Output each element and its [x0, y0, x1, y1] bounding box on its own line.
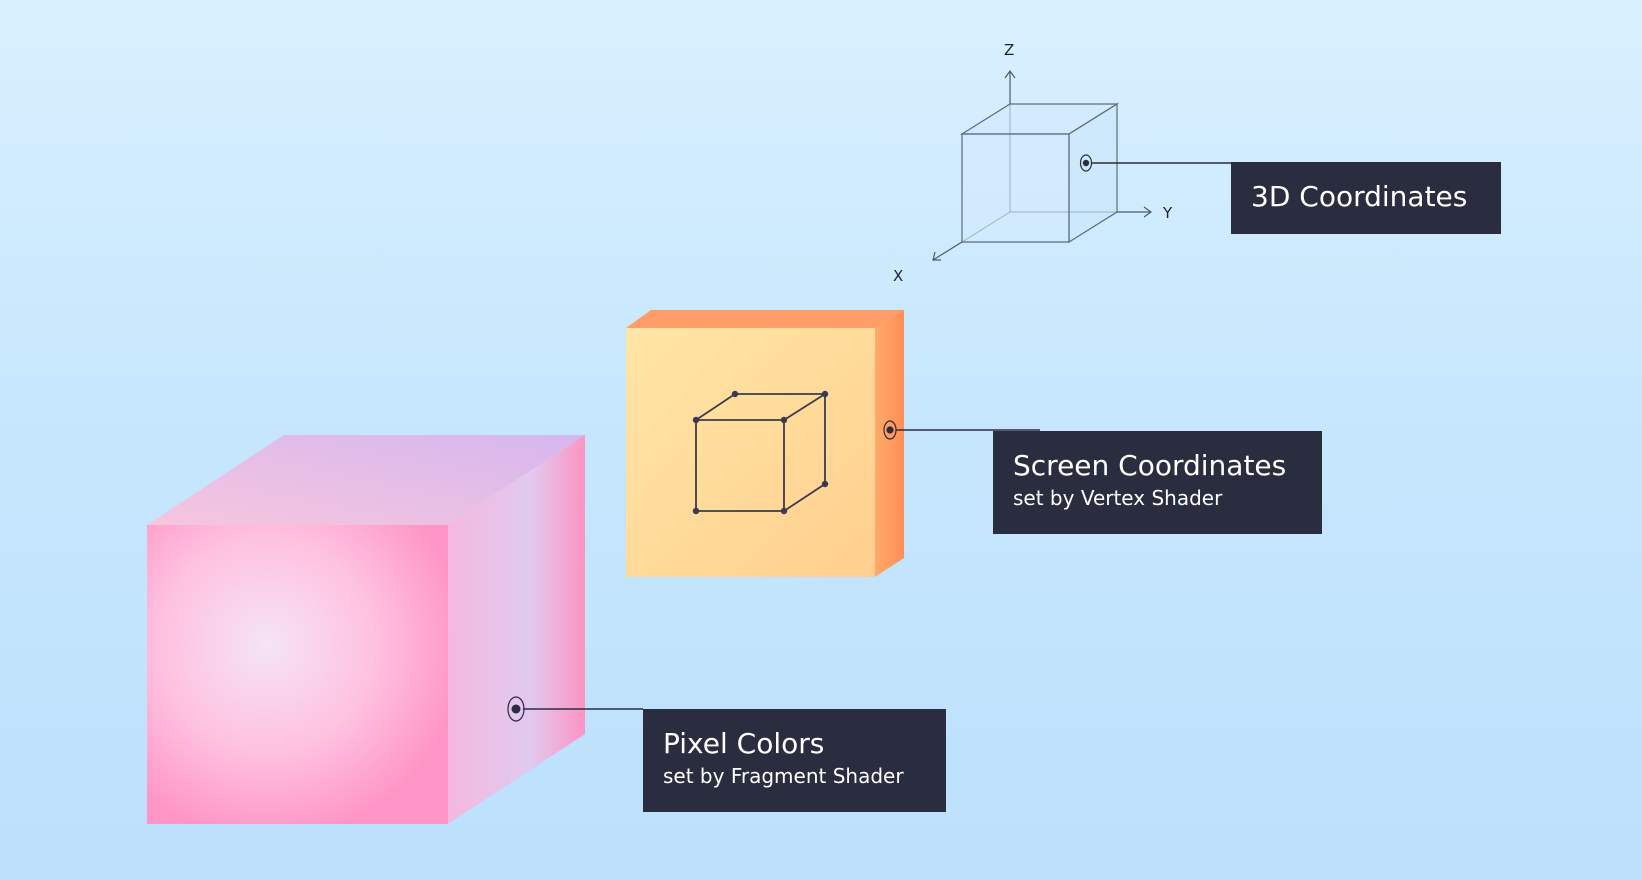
coordinate-cube — [959, 102, 1120, 244]
wireframe-vertices — [692, 390, 829, 515]
pixel-cube — [147, 435, 585, 824]
callout-pixel-colors-subtitle: set by Fragment Shader — [663, 764, 904, 788]
coordinates-3d-pointer — [1079, 154, 1231, 172]
callout-3d-coordinates-title: 3D Coordinates — [1251, 180, 1468, 213]
axis-y: Y — [1117, 204, 1173, 222]
pixel-colors-pointer — [507, 696, 643, 722]
axis-z-label: Z — [1004, 41, 1014, 59]
axis-x: X — [893, 241, 963, 285]
axis-x-label: X — [893, 267, 903, 285]
screen-coordinates-pointer — [883, 420, 1040, 440]
callout-pixel-colors-title: Pixel Colors — [663, 727, 825, 760]
callout-screen-coordinates: Screen Coordinates set by Vertex Shader — [993, 431, 1322, 534]
callout-screen-coordinates-title: Screen Coordinates — [1013, 449, 1287, 482]
axis-y-label: Y — [1162, 204, 1173, 222]
callout-screen-coordinates-subtitle: set by Vertex Shader — [1013, 486, 1223, 510]
screen-cube — [626, 310, 904, 577]
callout-3d-coordinates: 3D Coordinates — [1231, 162, 1501, 234]
axis-z: Z — [1004, 41, 1016, 104]
callout-pixel-colors: Pixel Colors set by Fragment Shader — [643, 709, 946, 812]
